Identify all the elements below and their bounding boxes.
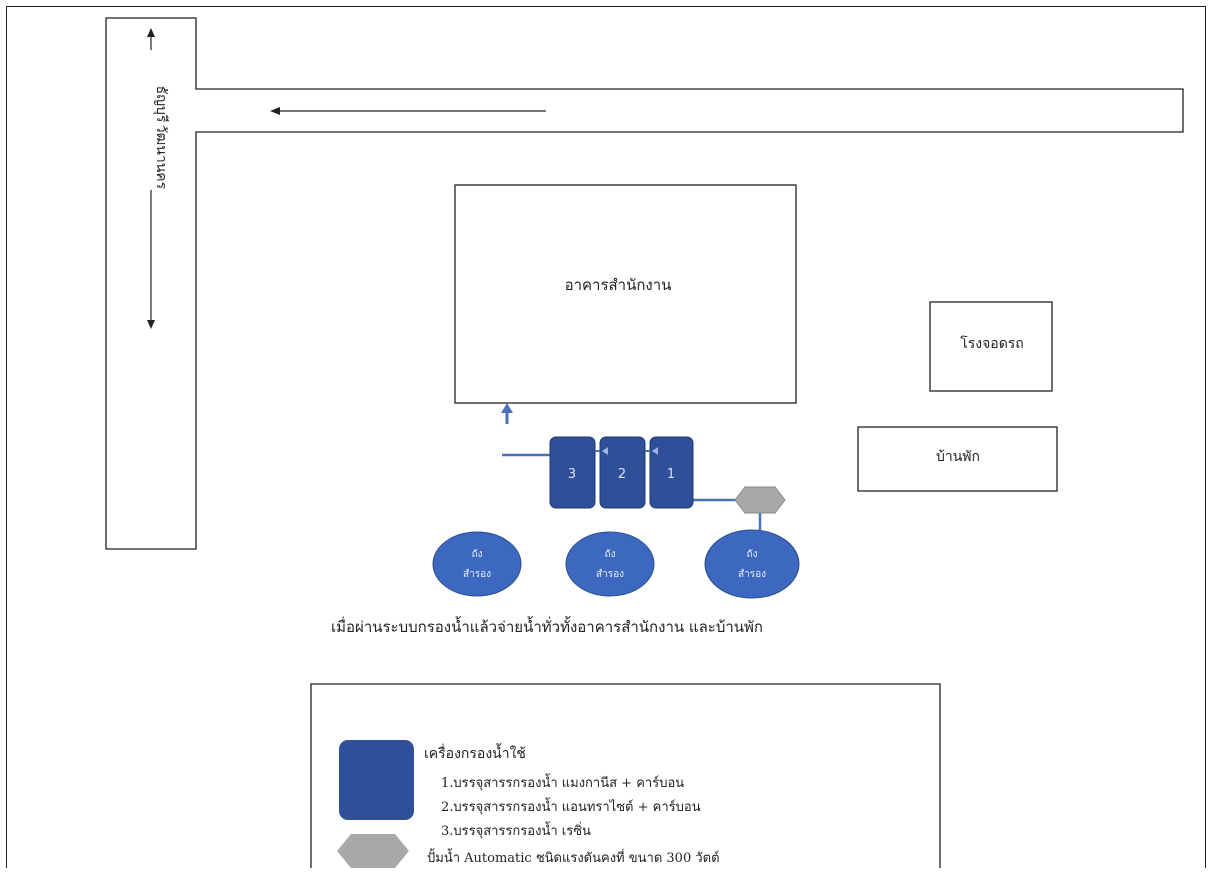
reserve-tank-1 (432, 531, 522, 597)
legend-pump-swatch (337, 834, 409, 868)
road-outline (105, 17, 1184, 550)
arrowhead-down-icon (147, 320, 155, 329)
tank-1-label-line1: ถัง (472, 549, 483, 560)
filter-tank-1 (649, 436, 694, 509)
filter-inlet-arrow-icon (652, 447, 658, 455)
tank-3-label-line1: ถัง (747, 549, 758, 560)
house-label: บ้านพัก (936, 449, 980, 465)
filter-1-label: 1 (667, 467, 675, 482)
house-building (857, 426, 1058, 492)
tank-2-label-line1: ถัง (605, 549, 616, 560)
tank-2-label-line2: สำรอง (596, 569, 624, 580)
tank-1-label-line2: สำรอง (463, 569, 491, 580)
filter-tank-3 (549, 436, 596, 509)
legend-pump-label: ปั้มน้ำ Automatic ชนิดแรงดันคงที่ ขนาด 3… (427, 848, 720, 866)
legend-filter-swatch (339, 740, 414, 820)
legend-item-2: 2.บรรจุสารรกรองน้ำ แอนทราไซต์ + คาร์บอน (441, 797, 701, 815)
office-building (454, 184, 797, 404)
filter-2-label: 2 (618, 467, 626, 482)
pump-hexagon (734, 486, 786, 514)
legend-item-3: 3.บรรจุสารรกรองน้ำ เรซิ่น (441, 821, 591, 839)
arrowhead-up-icon (147, 28, 155, 37)
legend-title: เครื่องกรองน้ำใช้ (424, 743, 526, 762)
filter-inlet-arrow-icon-2 (602, 447, 608, 455)
distribution-caption: เมื่อผ่านระบบกรองน้ำแล้วจ่ายน้ำทั่วทั้งอ… (331, 616, 763, 636)
filter-3-label: 3 (568, 467, 576, 482)
road-label-dhanyaburi: ธัญบุรี (153, 86, 169, 123)
office-building-label: อาคารสำนักงาน (565, 276, 672, 294)
reserve-tank-3 (704, 529, 800, 599)
diagram-frame (6, 6, 1206, 868)
tank-3-label-line2: สำรอง (738, 569, 766, 580)
legend-item-1: 1.บรรจุสารรกรองน้ำ แมงกานีส + คาร์บอน (441, 773, 684, 791)
supply-arrowhead-icon (501, 403, 513, 413)
reserve-tank-2 (565, 531, 655, 597)
legend-box (310, 683, 941, 868)
garage-label: โรงจอดรถ (960, 335, 1024, 352)
arrowhead-left-icon (270, 107, 280, 115)
filter-tank-2 (599, 436, 646, 509)
garage-building (929, 301, 1053, 392)
road-label-wattananakorn: วัฒนานคร (153, 125, 169, 190)
